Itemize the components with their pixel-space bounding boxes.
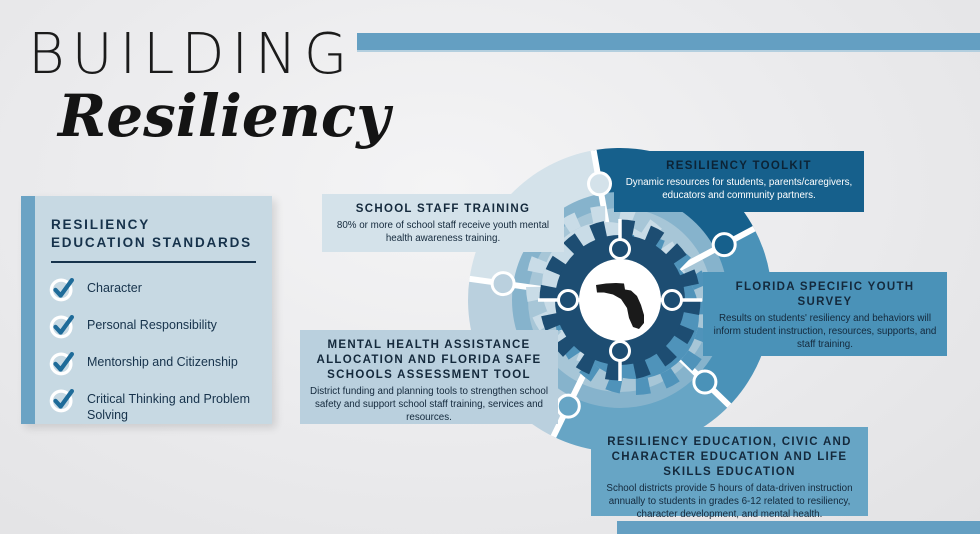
section-title: MENTAL HEALTH ASSISTANCE ALLOCATION AND … (316, 339, 542, 381)
section-title: SCHOOL STAFF TRAINING (355, 203, 531, 215)
standards-title-line1: RESILIENCY (51, 217, 151, 232)
section-resiliency-toolkit: RESILIENCY TOOLKIT Dynamic resources for… (614, 151, 864, 212)
section-body: District funding and planning tools to s… (310, 385, 548, 423)
center-medallion (579, 259, 661, 341)
list-item: Personal Responsibility (49, 312, 262, 340)
section-title: FLORIDA SPECIFIC YOUTH SURVEY (735, 281, 915, 308)
standards-title: RESILIENCY EDUCATION STANDARDS (51, 216, 256, 252)
section-florida-youth-survey: FLORIDA SPECIFIC YOUTH SURVEY Results on… (703, 272, 947, 356)
check-icon (49, 315, 75, 339)
section-title: RESILIENCY EDUCATION, CIVIC AND CHARACTE… (607, 436, 852, 478)
list-item: Critical Thinking and Problem Solving (49, 386, 262, 423)
standards-title-line2: EDUCATION STANDARDS (51, 235, 252, 251)
panel-accent-stripe (21, 196, 35, 424)
list-item: Mentorship and Citizenship (49, 349, 262, 377)
florida-state-icon (596, 283, 644, 329)
bottom-accent-bar (617, 521, 980, 534)
standard-item-label: Mentorship and Citizenship (87, 355, 238, 370)
check-icon (49, 278, 75, 302)
section-body: School districts provide 5 hours of data… (606, 482, 853, 520)
puzzle-knob-icon (692, 369, 718, 395)
puzzle-knob-icon (711, 232, 737, 258)
section-resiliency-education: RESILIENCY EDUCATION, CIVIC AND CHARACTE… (591, 427, 868, 520)
check-icon (49, 352, 75, 376)
section-title: RESILIENCY TOOLKIT (666, 160, 812, 172)
section-body: 80% or more of school staff receive yout… (336, 219, 550, 244)
standard-item-label: Character (87, 281, 142, 296)
section-school-staff-training: SCHOOL STAFF TRAINING 80% or more of sch… (322, 194, 564, 252)
top-accent-bar (357, 33, 980, 52)
standards-panel: RESILIENCY EDUCATION STANDARDS Character… (21, 196, 272, 424)
puzzle-knob-icon (490, 271, 516, 297)
section-body: Results on students' resiliency and beha… (713, 312, 937, 350)
puzzle-knob-icon (555, 393, 581, 419)
check-icon (49, 389, 75, 413)
section-mental-health-assistance: MENTAL HEALTH ASSISTANCE ALLOCATION AND … (300, 330, 558, 424)
puzzle-knob-icon (587, 171, 612, 197)
panel-body: RESILIENCY EDUCATION STANDARDS Character… (35, 196, 272, 424)
page-title-line1: BUILDING (28, 22, 355, 87)
page-title-line2: Resiliency (58, 82, 390, 150)
standard-item-label: Critical Thinking and Problem Solving (87, 392, 251, 423)
section-body: Dynamic resources for students, parents/… (625, 176, 853, 201)
list-item: Character (49, 275, 262, 303)
standard-item-label: Personal Responsibility (87, 318, 217, 333)
panel-divider (51, 261, 256, 264)
